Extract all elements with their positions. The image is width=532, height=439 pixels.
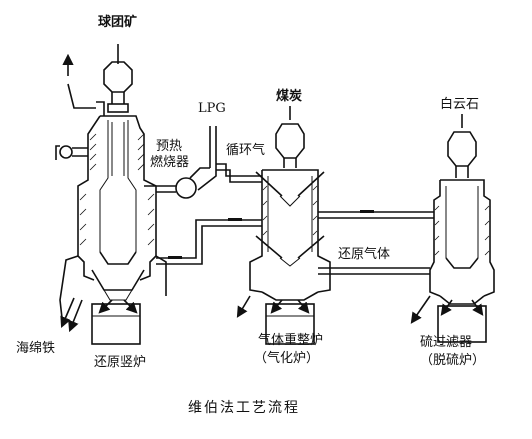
label-circulating-gas: 循环气: [226, 142, 265, 158]
gas-reformer: [236, 106, 331, 345]
sulfur-filter: [410, 114, 495, 343]
label-gasifier: （气化炉）: [254, 350, 319, 366]
label-sulfur-filter: 硫过滤器: [420, 335, 472, 350]
label-pellet-ore: 球团矿: [98, 14, 137, 30]
pellet-hopper: [103, 44, 133, 113]
reduction-shaft-furnace: [55, 44, 167, 345]
dolomite-hopper: [447, 114, 477, 178]
label-desulfurizer: （脱硫炉）: [420, 353, 485, 368]
piping: [144, 126, 434, 275]
label-coal: 煤炭: [276, 88, 302, 104]
label-gas-reformer: 气体重整炉: [258, 332, 323, 348]
label-reduction-shaft-furnace: 还原竖炉: [94, 355, 146, 370]
label-reducing-gas: 还原气体: [338, 246, 390, 262]
diagram-caption: 维伯法工艺流程: [188, 400, 300, 416]
label-dolomite: 白云石: [440, 96, 479, 112]
label-lpg: LPG: [198, 101, 226, 116]
label-sponge-iron: 海绵铁: [16, 341, 55, 356]
label-burner: 燃烧器: [150, 154, 189, 170]
coal-hopper: [275, 106, 305, 168]
label-preheat: 预热: [156, 139, 182, 154]
